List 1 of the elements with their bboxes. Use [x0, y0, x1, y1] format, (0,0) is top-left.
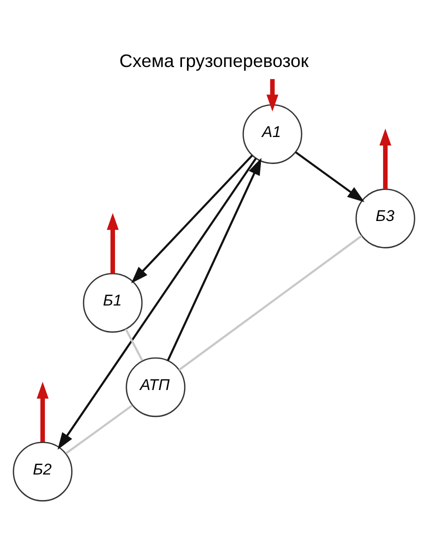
diagram-title: Схема грузоперевозок — [119, 50, 309, 70]
